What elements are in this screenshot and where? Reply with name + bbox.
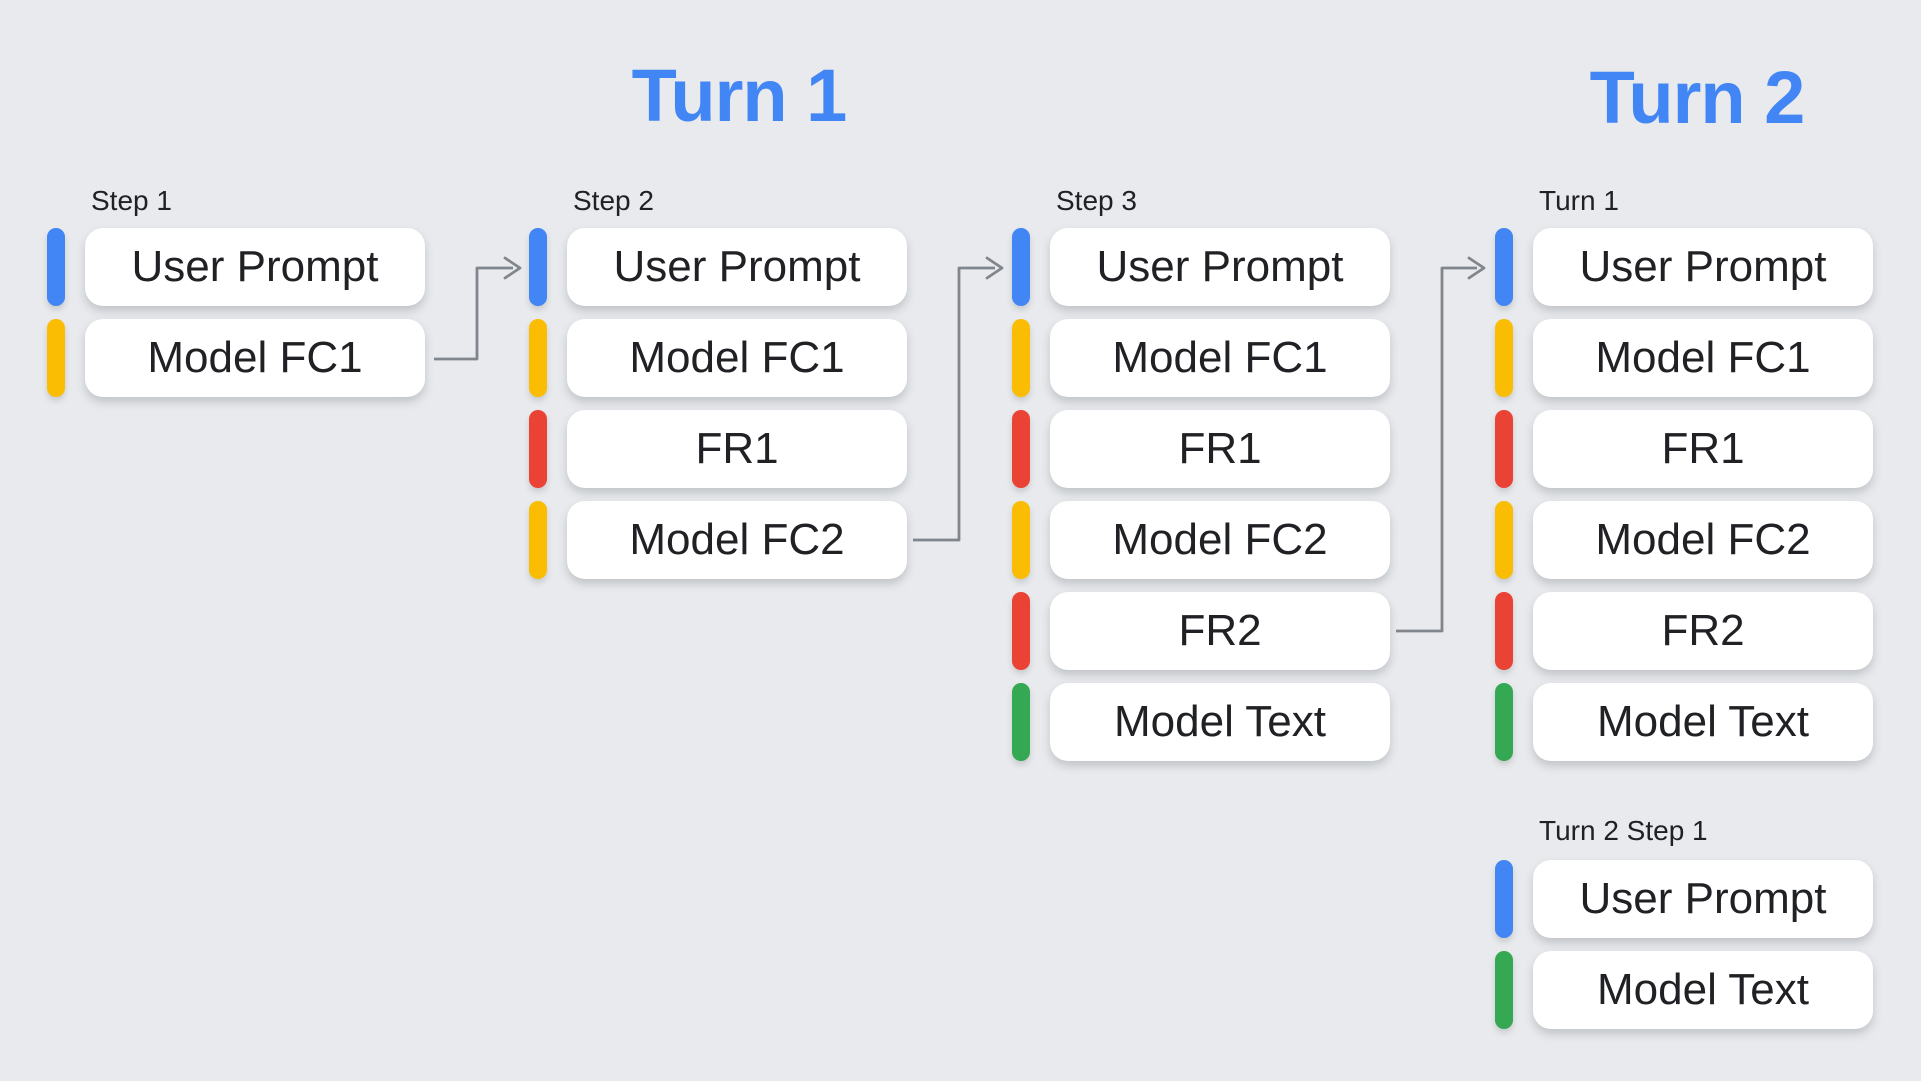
card-model-text: Model Text	[1533, 951, 1873, 1029]
card-model-fc2: Model FC2	[1533, 501, 1873, 579]
card-label: User Prompt	[131, 242, 379, 291]
card-accent-bar-red	[1495, 410, 1513, 488]
card-model-fc1: Model FC1	[567, 319, 907, 397]
card-label: User Prompt	[1579, 242, 1827, 291]
card-label: FR2	[1178, 606, 1262, 655]
card-accent-bar-green	[1012, 683, 1030, 761]
connector-arrow-2	[913, 266, 995, 542]
card-accent-bar-green	[1495, 683, 1513, 761]
card-user-prompt: User Prompt	[1533, 228, 1873, 306]
card-accent-bar-yellow	[529, 501, 547, 579]
connector-arrowhead-3	[1467, 256, 1486, 280]
card-model-fc1: Model FC1	[85, 319, 425, 397]
card-accent-bar-blue	[47, 228, 65, 306]
card-label: Model Text	[1597, 697, 1809, 746]
card-label: FR1	[1661, 424, 1745, 473]
card-label: Model FC2	[1112, 515, 1328, 564]
card-accent-bar-blue	[1495, 860, 1513, 938]
card-model-text: Model Text	[1050, 683, 1390, 761]
card-fr1: FR1	[1050, 410, 1390, 488]
card-fr1: FR1	[567, 410, 907, 488]
connector-arrow-1	[434, 266, 513, 361]
card-label: FR1	[695, 424, 779, 473]
card-accent-bar-red	[1012, 410, 1030, 488]
card-label: Model FC1	[1112, 333, 1328, 382]
card-accent-bar-yellow	[47, 319, 65, 397]
card-label: User Prompt	[613, 242, 861, 291]
card-label: Model Text	[1114, 697, 1326, 746]
connector-arrowhead-1	[503, 256, 522, 280]
card-label: Model FC1	[147, 333, 363, 382]
card-model-fc1: Model FC1	[1533, 319, 1873, 397]
card-model-fc1: Model FC1	[1050, 319, 1390, 397]
connector-arrowhead-2	[985, 256, 1004, 280]
card-accent-bar-red	[1012, 592, 1030, 670]
column-label: Turn 2 Step 1	[1539, 815, 1708, 846]
card-label: FR2	[1661, 606, 1745, 655]
card-fr1: FR1	[1533, 410, 1873, 488]
card-fr2: FR2	[1050, 592, 1390, 670]
card-label: Model FC1	[1595, 333, 1811, 382]
card-user-prompt: User Prompt	[1533, 860, 1873, 938]
card-accent-bar-blue	[1012, 228, 1030, 306]
card-label: Model FC2	[1595, 515, 1811, 564]
turn-heading-2: Turn 2	[1589, 56, 1806, 139]
card-accent-bar-blue	[1495, 228, 1513, 306]
card-accent-bar-red	[1495, 592, 1513, 670]
card-accent-bar-red	[529, 410, 547, 488]
card-accent-bar-yellow	[1495, 319, 1513, 397]
card-accent-bar-blue	[529, 228, 547, 306]
card-accent-bar-yellow	[529, 319, 547, 397]
card-label: User Prompt	[1579, 874, 1827, 923]
card-model-fc2: Model FC2	[567, 501, 907, 579]
card-label: Model Text	[1597, 965, 1809, 1014]
card-accent-bar-yellow	[1495, 501, 1513, 579]
column-label: Turn 1	[1539, 185, 1619, 216]
card-user-prompt: User Prompt	[567, 228, 907, 306]
card-fr2: FR2	[1533, 592, 1873, 670]
column-label: Step 3	[1056, 185, 1137, 216]
turn-heading-1: Turn 1	[631, 54, 848, 137]
card-accent-bar-yellow	[1012, 319, 1030, 397]
column-label: Step 1	[91, 185, 172, 216]
card-user-prompt: User Prompt	[85, 228, 425, 306]
card-label: Model FC2	[629, 515, 845, 564]
column-label: Step 2	[573, 185, 654, 216]
connector-arrow-3	[1396, 266, 1477, 633]
card-label: User Prompt	[1096, 242, 1344, 291]
card-model-text: Model Text	[1533, 683, 1873, 761]
card-user-prompt: User Prompt	[1050, 228, 1390, 306]
card-label: FR1	[1178, 424, 1262, 473]
card-model-fc2: Model FC2	[1050, 501, 1390, 579]
card-accent-bar-green	[1495, 951, 1513, 1029]
card-accent-bar-yellow	[1012, 501, 1030, 579]
card-label: Model FC1	[629, 333, 845, 382]
